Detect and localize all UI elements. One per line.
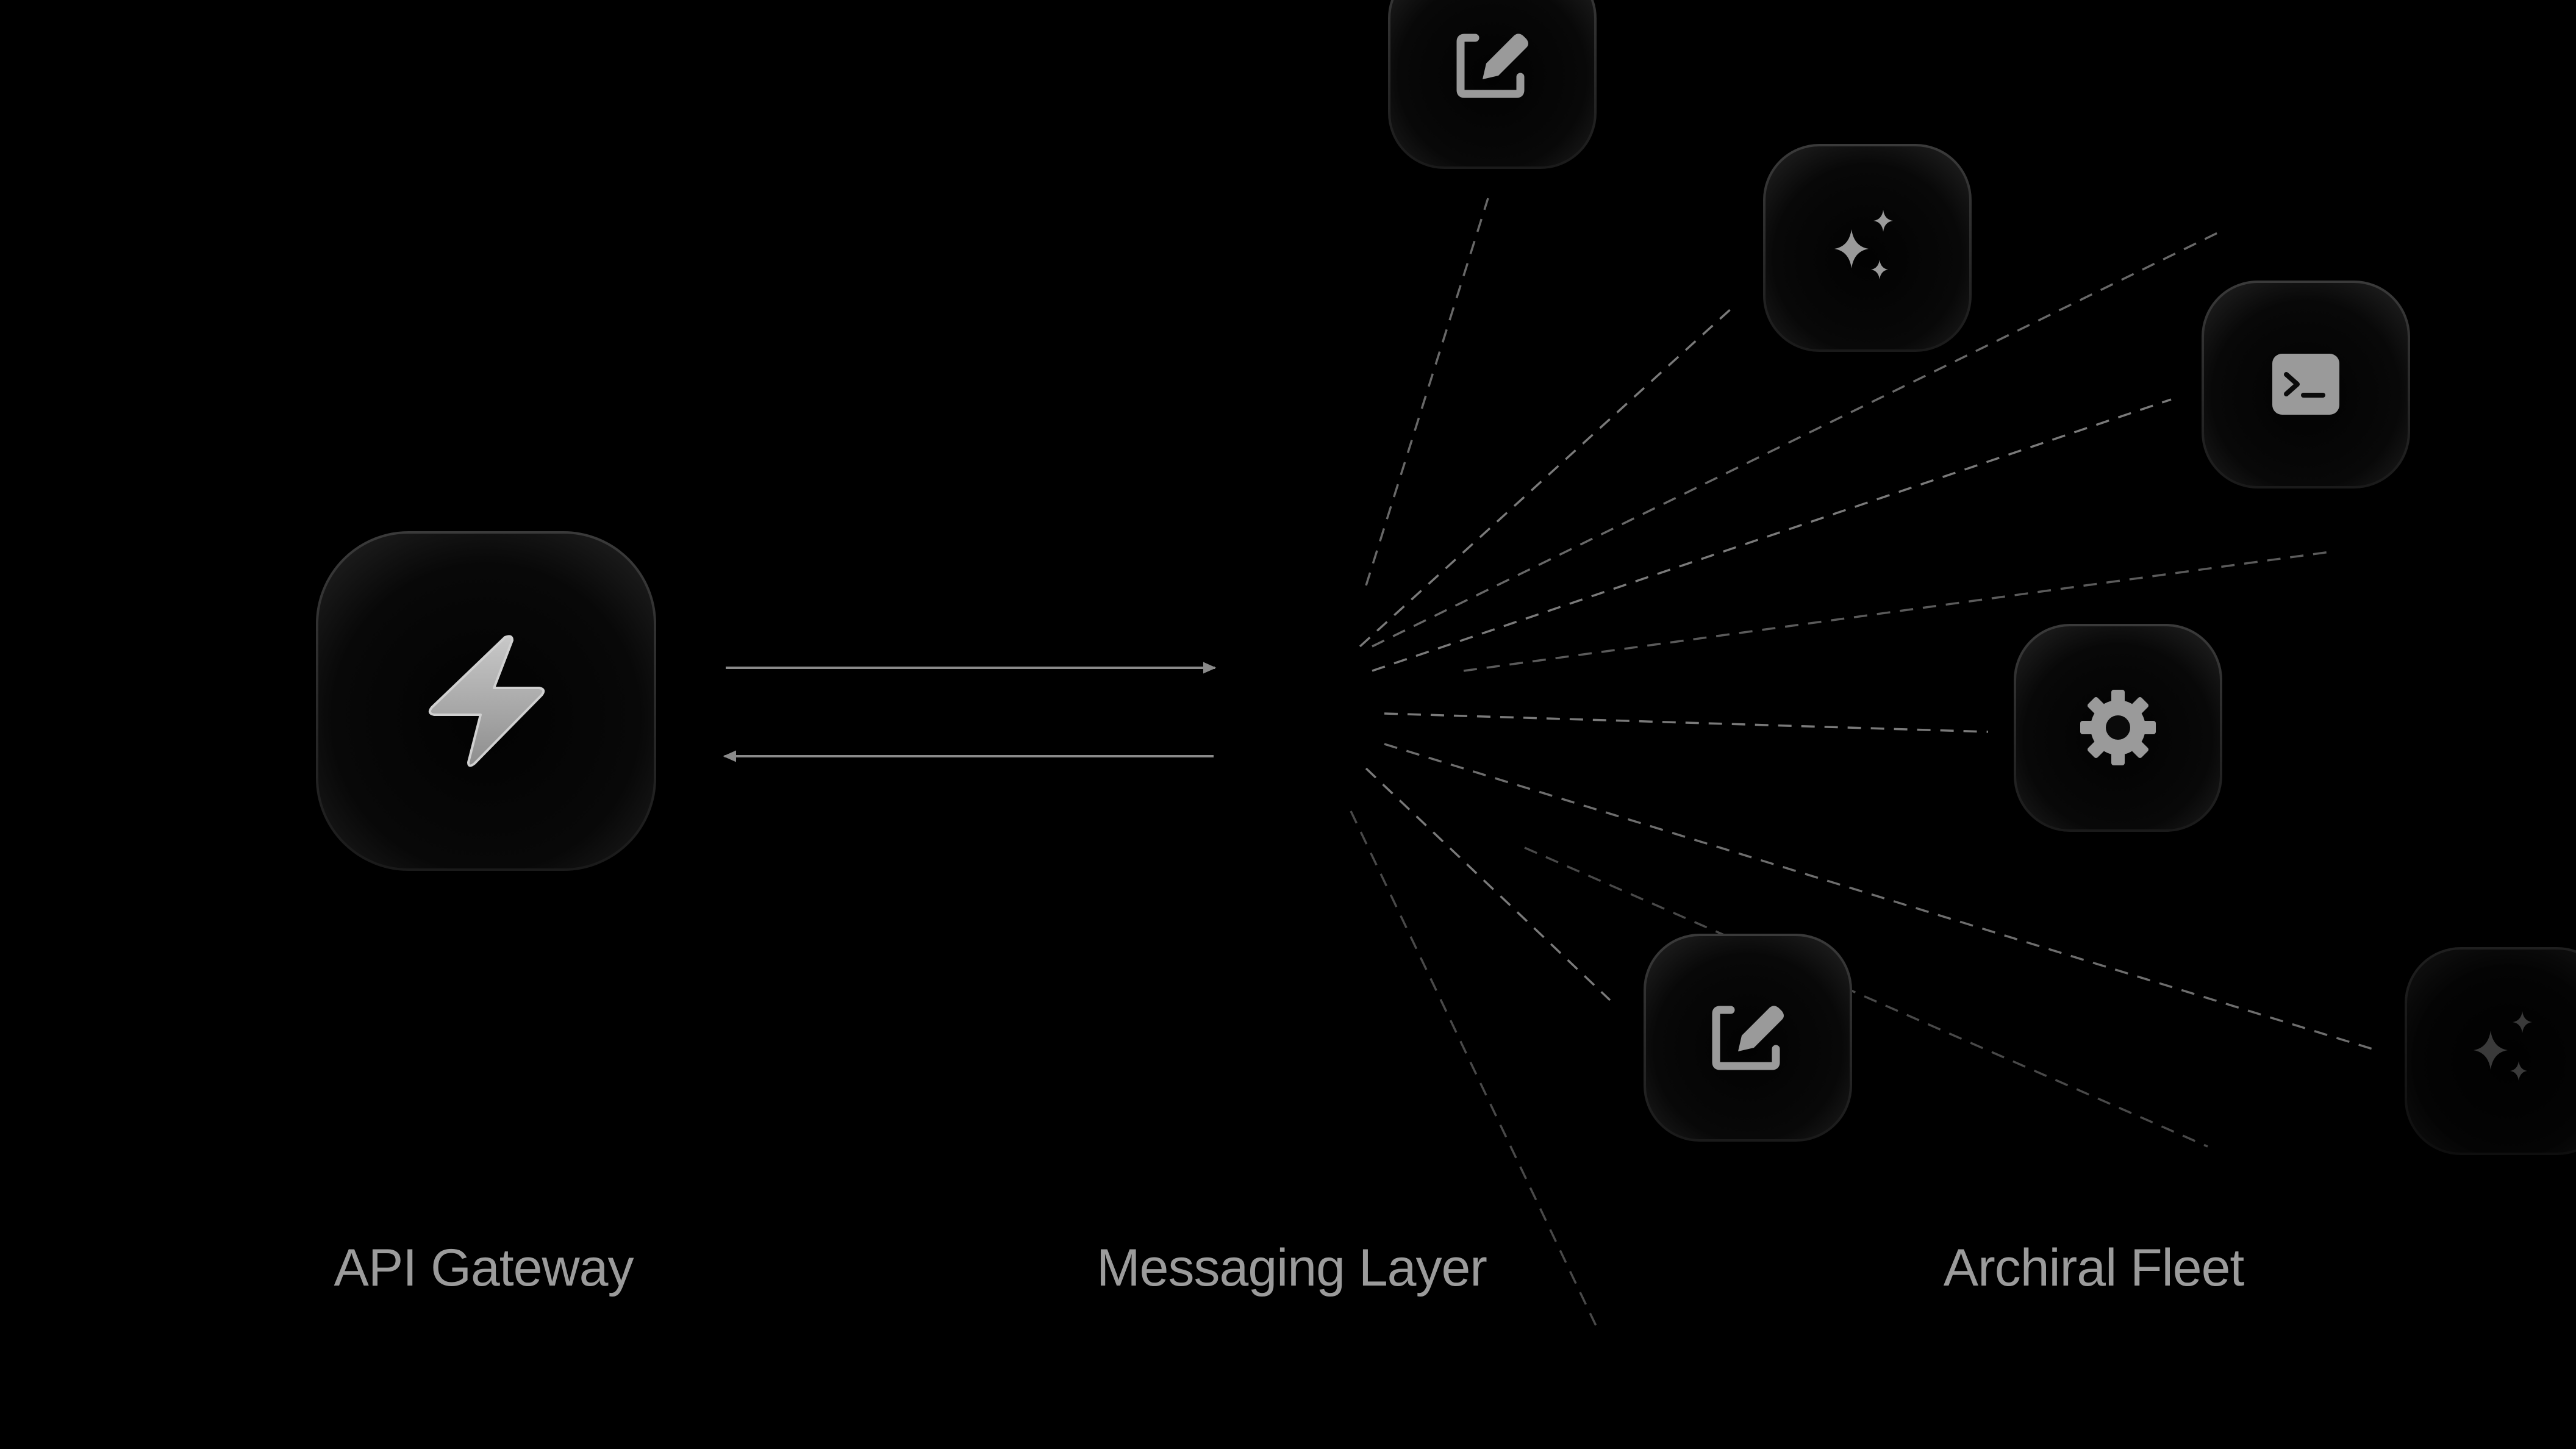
connector-edit-bottom: [1365, 767, 1611, 1001]
fleet-node-gear: [2014, 624, 2222, 832]
sparkles-icon: [1834, 210, 1893, 279]
archiral-fleet-label: Archiral Fleet: [1943, 1239, 2245, 1297]
terminal-icon: [2272, 354, 2339, 415]
lightning-bolt-icon: [428, 635, 545, 767]
connector-sparkle-right: [1384, 743, 2373, 1050]
api-gateway-label: API Gateway: [334, 1239, 634, 1297]
fleet-node-sparkles-top: [1763, 144, 1972, 352]
connector-sparkle-top: [1359, 307, 1733, 648]
gear-icon: [2080, 690, 2156, 765]
fleet-node-edit-top: [1388, 0, 1597, 169]
sparkles-icon: [2474, 1011, 2532, 1081]
connector-edit-top: [1365, 198, 1489, 586]
fleet-node-sparkles-right: [2405, 947, 2576, 1155]
messaging-layer-label: Messaging Layer: [1097, 1239, 1487, 1297]
connector-terminal: [1372, 398, 2172, 672]
api-gateway-node: [316, 531, 656, 871]
connector-gear: [1384, 712, 1989, 733]
fleet-node-edit-bottom: [1644, 934, 1852, 1142]
connector-down: [1350, 810, 1599, 1330]
fleet-node-terminal: [2202, 281, 2410, 488]
connector-far-top: [1372, 231, 2220, 648]
edit-icon: [1456, 34, 1528, 98]
connector-far-mid: [1463, 551, 2330, 672]
edit-icon: [1712, 1006, 1784, 1070]
connector-far-bottom: [1524, 846, 2208, 1148]
